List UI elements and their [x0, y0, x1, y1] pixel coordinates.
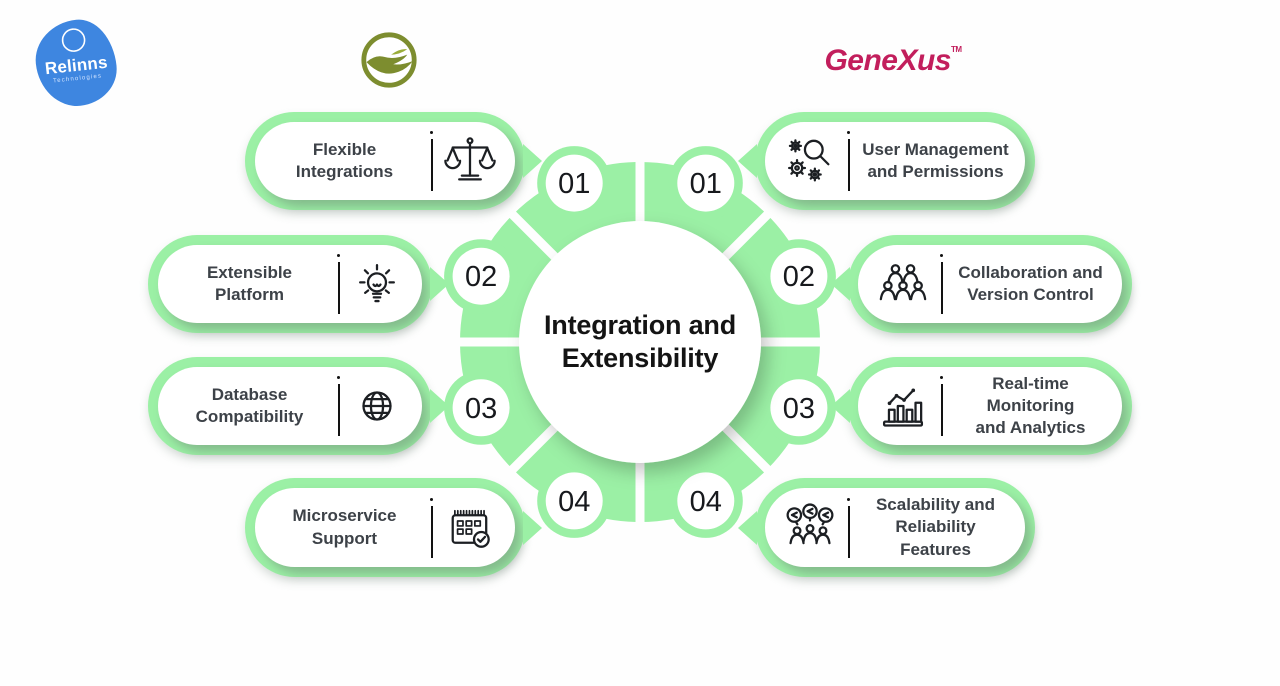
lightbulb-logo-icon — [61, 28, 86, 52]
relinns-logo: Relinns Technologies — [31, 16, 121, 110]
card-label: Extensible Platform — [206, 262, 293, 304]
card-extensible-platform: Extensible Platform — [148, 235, 449, 333]
connector-arrow — [831, 389, 850, 423]
card-collaboration-version-control: Collaboration and Version Control — [831, 235, 1132, 333]
share-people-icon — [786, 502, 834, 544]
connector-arrow — [523, 510, 542, 545]
card-microservice-support: Microservice Support — [245, 478, 542, 577]
step-number-02-right: 02 — [783, 261, 815, 293]
step-number-04-right: 04 — [690, 486, 722, 518]
divider — [430, 131, 433, 191]
balance-scale-icon — [444, 137, 496, 181]
gears-magnifier-icon — [788, 139, 830, 182]
card-scalability-reliability: Scalability and Reliability Features — [738, 478, 1035, 577]
card-label: Database Compatibility — [195, 384, 304, 426]
step-number-03-right: 03 — [783, 393, 815, 425]
people-group-icon — [879, 264, 927, 301]
lightbulb-icon — [359, 263, 395, 303]
card-label: User Management and Permissions — [862, 139, 1009, 181]
center-title: Integration and Extensibility — [510, 309, 770, 376]
card-database-compatibility: Database Compatibility — [148, 357, 449, 455]
center-title-line1: Integration and — [544, 310, 736, 340]
step-number-04-left: 04 — [558, 486, 590, 518]
step-number-03-left: 03 — [465, 393, 497, 425]
ring-number-circles — [452, 154, 828, 530]
card-user-management: User Management and Permissions — [738, 112, 1035, 210]
step-number-01-left: 01 — [558, 168, 590, 200]
segmented-ring: 01 01 02 02 03 03 04 04 — [422, 124, 858, 560]
calendar-check-icon — [451, 509, 490, 548]
divider — [430, 497, 433, 558]
connector-arrow — [430, 389, 449, 423]
card-realtime-monitoring: Real-time Monitoring and Analytics — [831, 357, 1132, 455]
green-circle-logo — [361, 32, 417, 88]
divider — [337, 254, 340, 314]
divider — [940, 254, 943, 314]
card-label: Collaboration and Version Control — [958, 262, 1103, 304]
card-label: Real-time Monitoring and Analytics — [975, 373, 1086, 438]
step-number-02-left: 02 — [465, 261, 497, 293]
divider — [847, 131, 850, 191]
card-label: Scalability and Reliability Features — [875, 495, 996, 559]
bar-chart-icon — [882, 388, 924, 427]
genexus-tm: TM — [951, 45, 962, 54]
genexus-text: GeneXus — [824, 44, 951, 77]
step-number-01-right: 01 — [690, 168, 722, 200]
card-label: Microservice Support — [292, 506, 397, 548]
connector-arrow — [738, 144, 757, 178]
card-label: Flexible Integrations — [295, 139, 394, 181]
globe-icon — [362, 391, 392, 421]
connector-arrow — [430, 267, 449, 301]
divider — [847, 497, 850, 558]
genexus-logo: GeneXusTM — [818, 44, 968, 78]
connector-arrow — [738, 510, 757, 545]
center-title-line2: Extensibility — [561, 343, 719, 374]
card-flexible-integrations: Flexible Integrations — [245, 112, 542, 210]
divider — [940, 376, 943, 436]
connector-arrow — [523, 144, 542, 178]
center-circle — [519, 221, 761, 463]
divider — [337, 376, 340, 436]
connector-arrow — [831, 267, 850, 301]
